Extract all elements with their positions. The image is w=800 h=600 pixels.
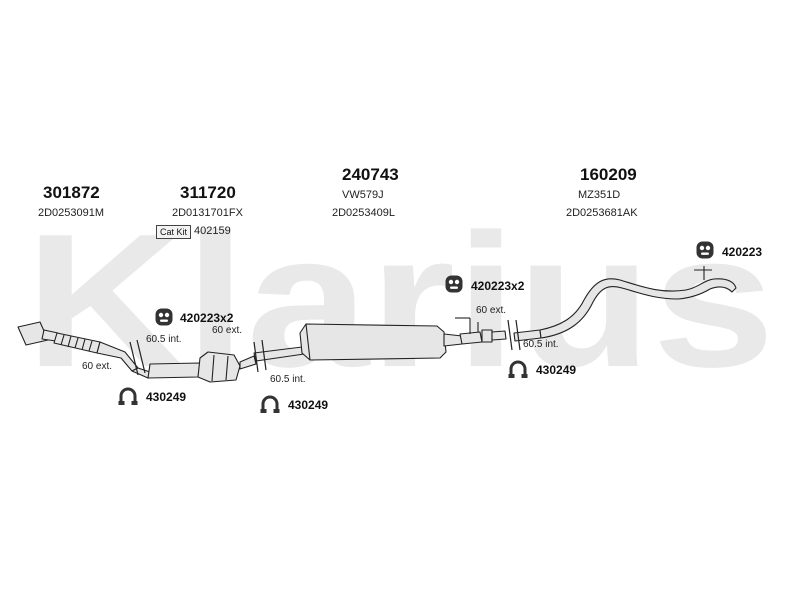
dimension-label: 60.5 int. xyxy=(146,334,182,345)
part-number-rear-silencer: 160209 xyxy=(580,165,637,184)
part-ref-cat: 2D0131701FX xyxy=(172,207,243,219)
dimension-label: 60 ext. xyxy=(82,361,113,372)
clamp-label-2: 430249 xyxy=(288,398,329,412)
pipe-clamp-icon xyxy=(118,387,138,405)
rubber-hanger-icon xyxy=(445,275,463,293)
joint-marks xyxy=(129,319,521,376)
clamp-label-3: 430249 xyxy=(536,363,577,377)
hanger-label-2: 420223x2 xyxy=(471,279,525,293)
rear-silencer-160209 xyxy=(513,266,737,342)
part-number-front-pipe: 301872 xyxy=(43,183,100,202)
part-ref-middle-silencer: VW579J xyxy=(342,189,384,201)
middle-silencer-240743 xyxy=(299,323,463,361)
rubber-hanger-icon xyxy=(155,308,173,326)
part-number-middle-silencer: 240743 xyxy=(342,165,399,184)
part-ref-front-pipe: 2D0253091M xyxy=(38,207,105,219)
pipe-clamp-icon xyxy=(260,395,280,413)
cat-kit-badge: Cat Kit xyxy=(156,225,192,239)
dimension-label: 60.5 int. xyxy=(270,374,306,385)
cat-kit-number: 402159 xyxy=(194,225,231,237)
dimension-label: 60 ext. xyxy=(212,325,243,336)
part-number-cat: 311720 xyxy=(180,183,236,202)
dimension-label: 60.5 int. xyxy=(523,339,559,350)
dimension-label: 60 ext. xyxy=(476,305,507,316)
hanger-label-3: 420223 xyxy=(722,245,763,259)
rear-pipe-bracket xyxy=(455,317,507,345)
front-pipe-301872 xyxy=(17,321,139,372)
pipe-clamp-icon xyxy=(508,360,528,378)
catalytic-converter-311720 xyxy=(131,351,257,383)
part-ref-rear-silencer: MZ351D xyxy=(578,189,621,201)
hanger-label-1: 420223x2 xyxy=(180,311,234,325)
rubber-hanger-icon xyxy=(696,241,714,259)
clamp-label-1: 430249 xyxy=(146,390,187,404)
part-ref2-rear-silencer: 2D0253681AK xyxy=(566,207,638,219)
part-ref2-middle-silencer: 2D0253409L xyxy=(332,207,396,219)
